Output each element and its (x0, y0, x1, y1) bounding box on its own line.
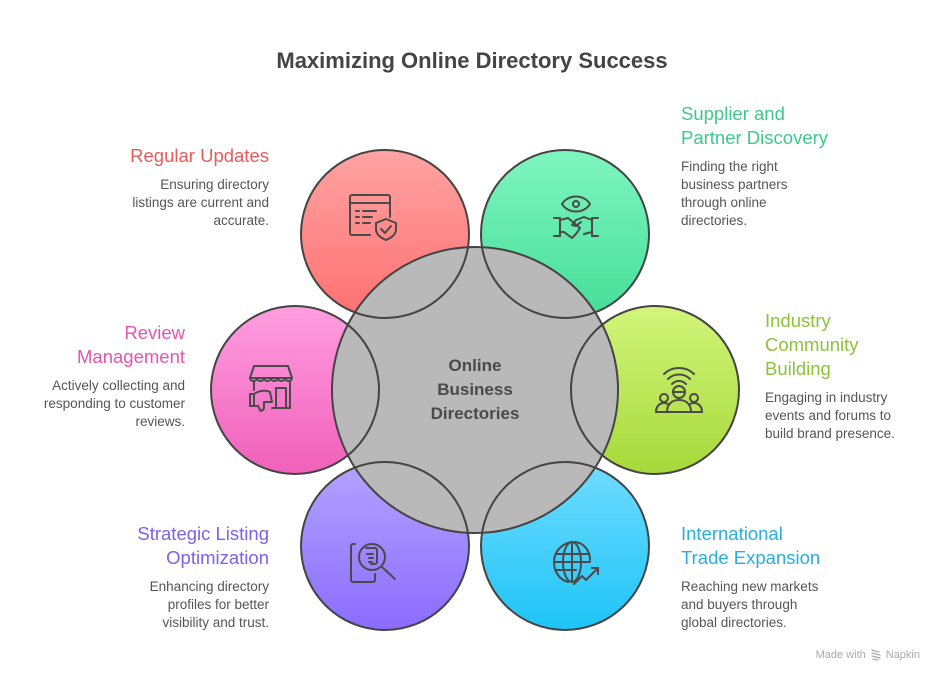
desc-line: accurate. (213, 213, 269, 228)
desc-line: through online (681, 195, 767, 210)
heading-line: Strategic Listing (137, 523, 269, 544)
center-label-line: Online (448, 356, 502, 375)
item-description: Reaching new markets and buyers through … (681, 578, 881, 632)
item-heading: International Trade Expansion (681, 522, 881, 570)
item-description: Ensuring directory listings are current … (69, 176, 269, 230)
circle-outline-international-trade-expansion (480, 461, 650, 631)
heading-line: Industry (765, 310, 831, 331)
store-thumbs-down-icon (249, 365, 293, 412)
desc-line: Engaging in industry (765, 390, 888, 405)
made-with-napkin-badge[interactable]: Made with Napkin (816, 649, 920, 661)
item-description: Engaging in industry events and forums t… (765, 389, 944, 443)
heading-line: Trade Expansion (681, 547, 821, 568)
heading-line: Building (765, 358, 831, 379)
circle-outline-review-management (210, 305, 380, 475)
heading-line: Community (765, 334, 859, 355)
desc-line: Actively collecting and (52, 378, 185, 393)
item-regular-updates: Regular Updates Ensuring directory listi… (69, 144, 269, 230)
circle-outline-industry-community-building (570, 305, 740, 475)
diagram-title: Maximizing Online Directory Success (276, 48, 668, 73)
desc-line: reviews. (135, 414, 185, 429)
desc-line: visibility and trust. (162, 615, 269, 630)
desc-line: listings are current and (132, 195, 269, 210)
desc-line: Reaching new markets (681, 579, 819, 594)
item-heading: Industry Community Building (765, 309, 944, 381)
item-review-management: Review Management Actively collecting an… (0, 321, 185, 431)
calendar-shield-icon (349, 194, 397, 241)
desc-line: events and forums to (765, 408, 892, 423)
heading-line: Partner Discovery (681, 127, 829, 148)
heading-line: Review (124, 322, 185, 343)
desc-line: build brand presence. (765, 426, 895, 441)
item-heading: Review Management (0, 321, 185, 369)
center-label-line: Business (437, 380, 513, 399)
desc-line: Enhancing directory (149, 579, 269, 594)
desc-line: directories. (681, 213, 748, 228)
heading-line: Supplier and (681, 103, 785, 124)
item-heading: Strategic Listing Optimization (69, 522, 269, 570)
center-label: Online Business Directories (395, 354, 555, 426)
desc-line: Ensuring directory (160, 177, 269, 192)
item-description: Actively collecting and responding to cu… (0, 377, 185, 431)
desc-line: business partners (681, 177, 788, 192)
globe-growth-icon (553, 541, 599, 585)
item-description: Enhancing directory profiles for better … (69, 578, 269, 632)
desc-line: global directories. (681, 615, 787, 630)
circle-outline-regular-updates (300, 149, 470, 319)
item-international-trade-expansion: International Trade Expansion Reaching n… (681, 522, 881, 632)
item-heading: Regular Updates (69, 144, 269, 168)
desc-line: Finding the right (681, 159, 778, 174)
footer-prefix: Made with (815, 649, 866, 661)
desc-line: and buyers through (681, 597, 798, 612)
napkin-logo-icon (871, 649, 881, 661)
desc-line: responding to customer (43, 396, 185, 411)
item-industry-community-building: Industry Community Building Engaging in … (765, 309, 944, 443)
item-heading: Supplier and Partner Discovery (681, 102, 881, 150)
document-search-icon (350, 543, 396, 583)
circle-review-management (211, 306, 379, 474)
center-label-line: Directories (430, 404, 520, 423)
heading-line: Regular Updates (130, 145, 269, 166)
eye-handshake-icon (553, 195, 599, 239)
circle-outline-strategic-listing-optimization (300, 461, 470, 631)
community-broadcast-icon (655, 367, 703, 413)
center-circle-outline (331, 246, 619, 534)
circle-industry-community-building (571, 306, 739, 474)
heading-line: International (681, 523, 783, 544)
item-strategic-listing-optimization: Strategic Listing Optimization Enhancing… (69, 522, 269, 632)
desc-line: profiles for better (167, 597, 269, 612)
circle-outline-supplier-partner-discovery (480, 149, 650, 319)
center-circle (332, 247, 618, 533)
heading-line: Optimization (166, 547, 269, 568)
heading-line: Management (77, 346, 185, 367)
item-supplier-partner-discovery: Supplier and Partner Discovery Finding t… (681, 102, 881, 230)
footer-brand: Napkin (885, 649, 920, 661)
item-description: Finding the right business partners thro… (681, 158, 881, 230)
